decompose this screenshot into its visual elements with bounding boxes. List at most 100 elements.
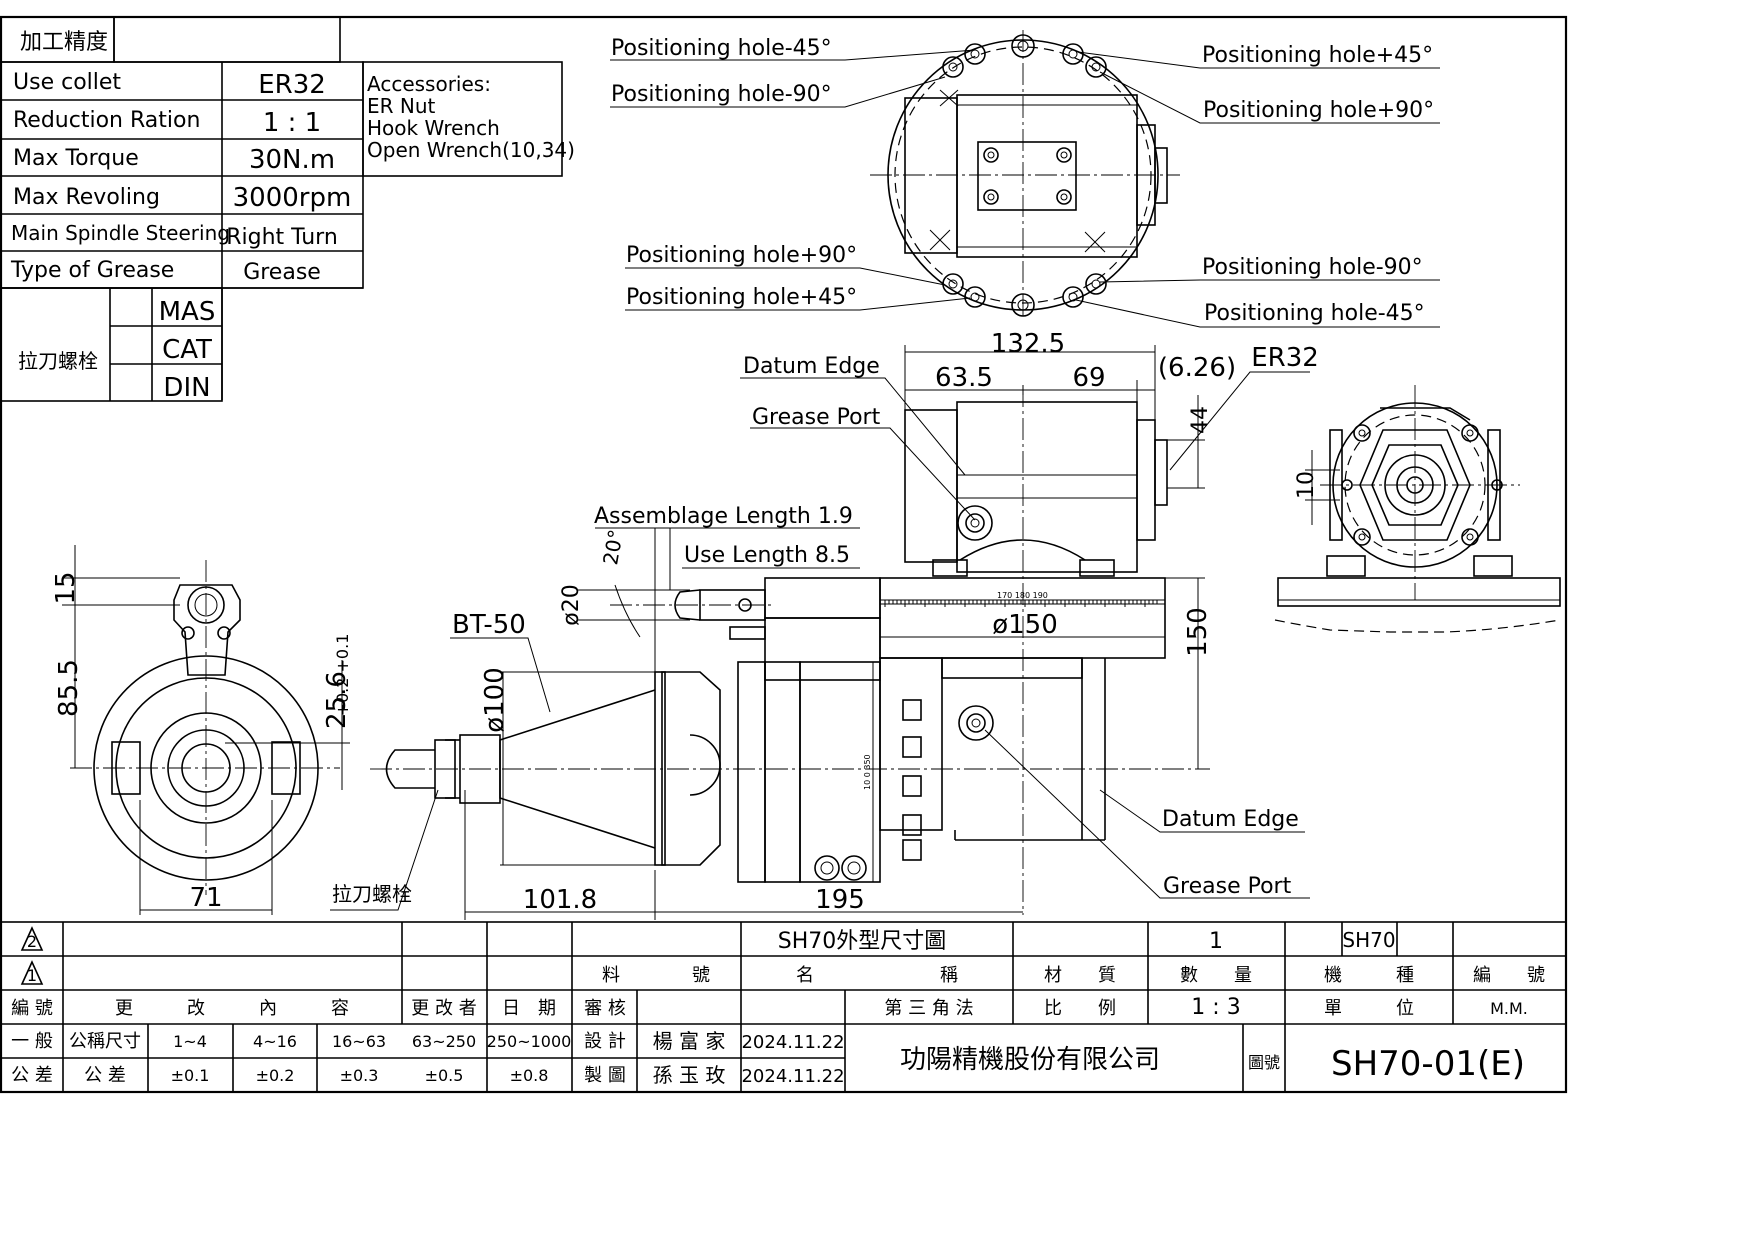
- dim-132-5: 132.5: [991, 329, 1065, 359]
- range-3: 16~63: [332, 1032, 386, 1051]
- pull-stud-label: 拉刀螺栓: [18, 349, 98, 373]
- callout-assemblage-length: Assemblage Length 1.9: [594, 504, 853, 529]
- header-projection: 第 三 角 法: [884, 998, 973, 1019]
- dim-25-6: 25.6: [322, 671, 352, 729]
- spec-label-reduction: Reduction Ration: [13, 108, 200, 133]
- dim-phi-20: ø20: [559, 584, 584, 625]
- callout-hole-plus45-bottom: Positioning hole+45°: [626, 285, 857, 310]
- header-unit: 單 位: [1324, 998, 1414, 1019]
- range-2: 4~16: [253, 1032, 297, 1051]
- callout-hole-plus90-top: Positioning hole+90°: [1203, 98, 1434, 123]
- technical-drawing: 加工精度 Use collet ER32 Reduction Ration 1 …: [0, 15, 1568, 1094]
- dim-63-5: 63.5: [935, 363, 993, 393]
- spec-label-torque: Max Torque: [13, 146, 139, 171]
- quantity-value: 1: [1209, 929, 1223, 954]
- callout-hole-minus90-top: Positioning hole-90°: [611, 82, 832, 107]
- header-material: 材 質: [1044, 965, 1116, 986]
- callout-datum-edge-top: Datum Edge: [743, 354, 880, 379]
- drawn-label: 製 圖: [584, 1065, 626, 1086]
- spec-label-steering: Main Spindle Steering: [11, 221, 230, 245]
- callout-hole-minus90-bottom: Positioning hole-90°: [1202, 255, 1423, 280]
- pull-stud-cat: CAT: [162, 335, 212, 365]
- drafter-name: 孫 玉 玫: [653, 1063, 726, 1087]
- callout-hole-minus45-bottom: Positioning hole-45°: [1204, 301, 1425, 326]
- header-name: 名 稱: [796, 965, 958, 986]
- header-date: 日 期: [502, 998, 556, 1019]
- rev-1: 1: [27, 966, 37, 985]
- header-change-content: 更 改 內 容: [115, 998, 349, 1019]
- designer-name: 楊 富 家: [653, 1029, 726, 1053]
- header-changer: 更 改 者: [411, 998, 476, 1019]
- tolerance-row-label: 公 差: [84, 1065, 126, 1086]
- dim-69: 69: [1072, 363, 1105, 393]
- left-end-view: 15 85.5 25.6 +0.2 +0.1 71: [51, 545, 352, 915]
- drawing-name: SH70外型尺寸圖: [778, 929, 947, 954]
- spec-value-reduction: 1 : 1: [263, 108, 321, 138]
- callout-hole-minus45-top: Positioning hole-45°: [611, 36, 832, 61]
- header-material-no: 料 號: [602, 965, 710, 986]
- spec-value-collet: ER32: [258, 70, 326, 100]
- header-number: 編 號: [1473, 965, 1545, 986]
- drawing-no-label: 圖號: [1248, 1053, 1280, 1072]
- dim-6-26: (6.26): [1158, 353, 1236, 383]
- dim-195: 195: [815, 885, 865, 915]
- accessory-open-wrench: Open Wrench(10,34): [367, 138, 575, 162]
- callout-er32: ER32: [1251, 343, 1319, 373]
- top-view: Positioning hole-45° Positioning hole-90…: [610, 30, 1440, 328]
- drawing-sheet: 加工精度 Use collet ER32 Reduction Ration 1 …: [0, 15, 1568, 1094]
- nominal-size-label: 公稱尺寸: [69, 1031, 141, 1052]
- dim-phi-100: ø100: [480, 667, 510, 733]
- dim-10: 10: [1294, 471, 1319, 499]
- spec-label-revolving: Max Revoling: [13, 185, 160, 210]
- header-rev-no: 編 號: [11, 998, 53, 1019]
- dim-85-5: 85.5: [54, 659, 84, 717]
- callout-datum-edge-bottom: Datum Edge: [1162, 807, 1299, 832]
- tolerance-label: 公 差: [11, 1065, 53, 1086]
- housing-scale-label: 10 0 350: [863, 754, 872, 790]
- design-date: 2024.11.22: [741, 1032, 844, 1053]
- unit-value: M.M.: [1490, 999, 1528, 1018]
- dim-20-deg: 20°: [598, 528, 628, 567]
- range-5: 250~1000: [487, 1032, 572, 1051]
- dim-101-8: 101.8: [523, 885, 597, 915]
- range-1: 1~4: [173, 1032, 207, 1051]
- tolerance-5: ±0.8: [510, 1066, 549, 1085]
- callout-use-length: Use Length 8.5: [684, 543, 850, 568]
- callout-bt50: BT-50: [452, 610, 526, 640]
- header-quantity: 數 量: [1180, 965, 1252, 986]
- accessory-hook-wrench: Hook Wrench: [367, 116, 500, 140]
- range-4: 63~250: [412, 1032, 476, 1051]
- callout-hole-plus45-top: Positioning hole+45°: [1202, 43, 1433, 68]
- pull-stud-mas: MAS: [159, 297, 216, 327]
- spec-value-grease: Grease: [243, 260, 321, 285]
- scale-value: 1 : 3: [1191, 995, 1240, 1020]
- drawing-number: SH70-01(E): [1331, 1044, 1525, 1084]
- drawn-date: 2024.11.22: [741, 1066, 844, 1087]
- tolerance-4: ±0.5: [425, 1066, 464, 1085]
- tolerance-2: ±0.2: [256, 1066, 295, 1085]
- tolerance-1: ±0.1: [171, 1066, 210, 1085]
- callout-pull-stud: 拉刀螺栓: [332, 882, 412, 906]
- general-label: 一 般: [11, 1031, 53, 1052]
- header-machine: 機 種: [1324, 965, 1414, 986]
- plate-scale-ticks: [884, 599, 1160, 607]
- spec-label-collet: Use collet: [13, 70, 121, 95]
- precision-label: 加工精度: [20, 30, 108, 55]
- company-name: 功陽精機股份有限公司: [900, 1045, 1160, 1075]
- model-code: SH70: [1342, 928, 1395, 952]
- plate-scale-label: 170 180 190: [997, 591, 1048, 600]
- pull-stud-din: DIN: [163, 373, 210, 403]
- spec-value-revolving: 3000rpm: [233, 183, 352, 213]
- main-dimensions: 132.5 63.5 69 (6.26) ER32 44 150 ø150 Da…: [330, 329, 1319, 920]
- title-block: 2 1 SH70外型尺寸圖 1 SH70 料 號 名 稱 材 質 數 量 機 種…: [0, 921, 1567, 1093]
- right-end-view: 10: [1274, 385, 1561, 633]
- spec-label-grease: Type of Grease: [10, 258, 174, 283]
- spec-value-steering: Right Turn: [226, 225, 338, 250]
- dim-25-6-tolerance: +0.2 +0.1: [333, 634, 352, 717]
- dim-44: 44: [1188, 406, 1213, 434]
- tolerance-3: ±0.3: [340, 1066, 379, 1085]
- side-view: 170 180 190 10 0 350: [370, 385, 1210, 915]
- accessory-er-nut: ER Nut: [367, 94, 436, 118]
- callout-grease-port-bottom: Grease Port: [1163, 874, 1292, 899]
- dim-15: 15: [51, 571, 81, 604]
